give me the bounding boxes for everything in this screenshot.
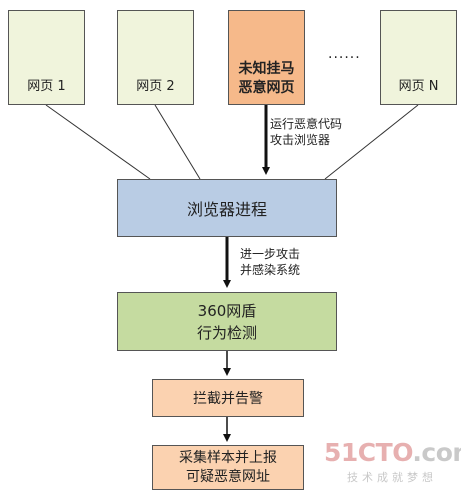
malicious-webpage-box: 未知挂马 恶意网页 xyxy=(228,10,305,105)
malicious-label-line2: 恶意网页 xyxy=(238,79,295,96)
line-page1-browser xyxy=(45,104,151,180)
web-shield-box: 360网盾 行为检测 xyxy=(117,292,337,351)
infect-note-line1: 进一步攻击 xyxy=(240,247,301,261)
webpage-n-box: 网页 N xyxy=(380,10,457,105)
webpage-1-label: 网页 1 xyxy=(27,79,66,94)
infect-note-line2: 并感染系统 xyxy=(240,263,301,277)
watermark-logo-main: 51CTO xyxy=(324,438,413,467)
malicious-label-line1: 未知挂马 xyxy=(238,60,295,77)
watermark-51cto: 51CTO.com 技术成就梦想 xyxy=(324,438,461,485)
web-shield-label-line1: 360网盾 xyxy=(197,301,257,320)
intercept-alert-box: 拦截并告警 xyxy=(152,379,304,417)
web-shield-label-line2: 行为检测 xyxy=(196,323,257,342)
browser-process-box: 浏览器进程 xyxy=(117,179,337,237)
watermark-logo: 51CTO.com xyxy=(324,438,461,467)
watermark-logo-suffix: .com xyxy=(412,438,461,467)
webpage-2-box: 网页 2 xyxy=(117,10,194,105)
webpage-2-label: 网页 2 xyxy=(136,79,175,94)
more-pages-ellipsis: ...... xyxy=(328,46,361,62)
line-pagen-browser xyxy=(324,104,419,180)
line-page2-browser xyxy=(154,104,201,180)
report-label-line1: 采集样本并上报 xyxy=(179,449,277,466)
watermark-slogan: 技术成就梦想 xyxy=(347,471,437,484)
attack-browser-note: 运行恶意代码 攻击浏览器 xyxy=(270,116,342,148)
attack-note-line1: 运行恶意代码 xyxy=(270,117,343,131)
webpage-n-label: 网页 N xyxy=(398,79,439,94)
intercept-alert-label: 拦截并告警 xyxy=(193,391,263,407)
report-label-line2: 可疑恶意网址 xyxy=(186,468,270,485)
infect-system-note: 进一步攻击 并感染系统 xyxy=(240,246,300,278)
attack-note-line2: 攻击浏览器 xyxy=(270,133,331,147)
browser-process-label: 浏览器进程 xyxy=(186,200,267,219)
webpage-1-box: 网页 1 xyxy=(8,10,85,105)
report-sample-box: 采集样本并上报 可疑恶意网址 xyxy=(152,445,304,490)
